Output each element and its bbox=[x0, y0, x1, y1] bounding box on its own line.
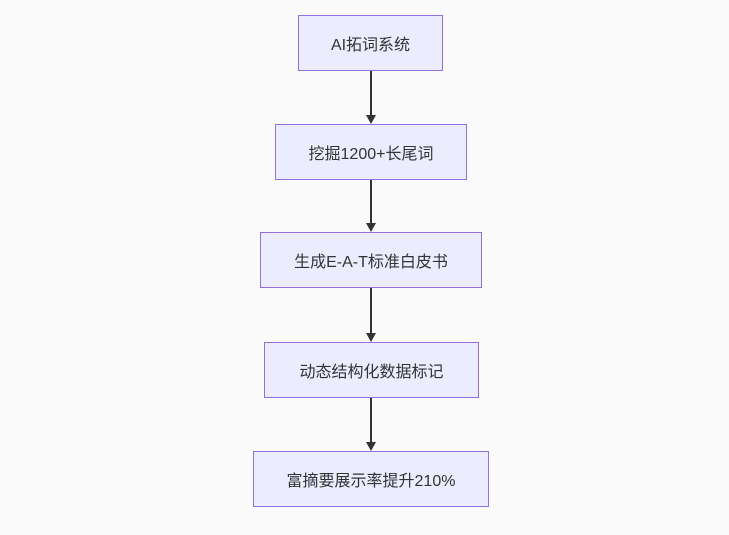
flow-arrow-1 bbox=[366, 71, 376, 124]
flow-node-eat-whitepaper: 生成E-A-T标准白皮书 bbox=[260, 232, 482, 288]
flow-node-structured-data-markup: 动态结构化数据标记 bbox=[264, 342, 479, 398]
flow-node-longtail-mining: 挖掘1200+长尾词 bbox=[275, 124, 467, 180]
flow-arrow-4 bbox=[366, 398, 376, 451]
flow-node-ai-keyword-system: AI拓词系统 bbox=[298, 15, 443, 71]
flow-arrow-2 bbox=[366, 180, 376, 232]
flow-arrow-3 bbox=[366, 288, 376, 342]
flow-node-rich-snippet-result: 富摘要展示率提升210% bbox=[253, 451, 489, 507]
